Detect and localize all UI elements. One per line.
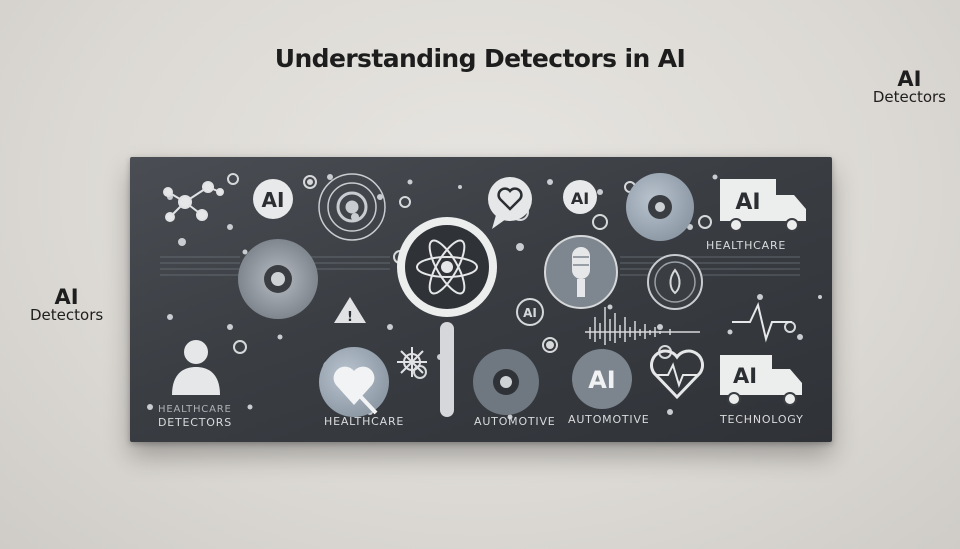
- caption-healthcare-small: HEALTHCARE: [158, 404, 232, 415]
- ai-badge-bottom-mid-text: AI: [588, 366, 616, 394]
- ai-badge-small-mid-text: AI: [523, 306, 537, 320]
- page-title: Understanding Detectors in AI: [274, 44, 686, 73]
- infographic-illustration: AI !: [147, 173, 822, 420]
- ai-truck-top-text: AI: [735, 190, 760, 215]
- ai-label-left-line2: Detectors: [30, 306, 104, 325]
- caption-detectors: DETECTORS: [158, 416, 232, 429]
- caption-automotive-2: AUTOMOTIVE: [568, 413, 650, 426]
- caption-healthcare-top: HEALTHCARE: [706, 239, 787, 252]
- heart-healthcare-disk-icon: [319, 347, 389, 417]
- flame-sensor-icon: [647, 254, 703, 310]
- large-sensor-disk-icon: [238, 239, 318, 319]
- detectors-infographic-panel: AI !: [130, 157, 832, 442]
- concentric-sensor-icon: [318, 173, 386, 241]
- svg-text:!: !: [347, 310, 353, 325]
- caption-technology: TECHNOLOGY: [720, 413, 804, 426]
- heart-pulse-icon: [649, 349, 705, 400]
- ai-detectors-label-right: AI Detectors: [873, 68, 946, 106]
- heartbeat-line-icon: [732, 301, 792, 343]
- ai-label-left-line1: AI: [54, 285, 79, 309]
- ai-truck-icon-bottom: AI: [720, 355, 802, 406]
- ai-badge-top-left: AI: [253, 179, 293, 219]
- person-icon: [172, 340, 220, 395]
- blue-sensor-disk-icon: [626, 173, 694, 241]
- heart-speech-bubble-icon: [488, 177, 532, 229]
- ai-badge-small-mid: AI: [516, 298, 544, 326]
- molecule-network-icon: [163, 181, 224, 222]
- ai-detectors-label-left: AI Detectors: [30, 286, 103, 324]
- ai-truck-bottom-text: AI: [733, 364, 757, 388]
- warning-triangle-icon: !: [334, 297, 366, 325]
- ai-badge-top-mid: AI: [563, 180, 597, 214]
- ai-badge-top-left-text: AI: [262, 188, 285, 212]
- ai-badge-top-mid-text: AI: [571, 189, 589, 208]
- ai-truck-icon-top: AI: [720, 179, 806, 232]
- microphone-icon: [544, 235, 618, 309]
- ai-label-right-line2: Detectors: [872, 88, 946, 107]
- sound-waveform-icon: [585, 307, 700, 345]
- ai-label-right-line1: AI: [897, 67, 922, 91]
- virus-icon: [397, 347, 427, 377]
- magnifier-atom-icon: [397, 217, 497, 417]
- caption-healthcare-bottom: HEALTHCARE: [324, 415, 405, 428]
- caption-automotive-1: AUTOMOTIVE: [474, 415, 556, 428]
- automotive-sensor-disk-icon: [473, 349, 539, 415]
- ai-badge-bottom-mid: AI: [572, 349, 632, 409]
